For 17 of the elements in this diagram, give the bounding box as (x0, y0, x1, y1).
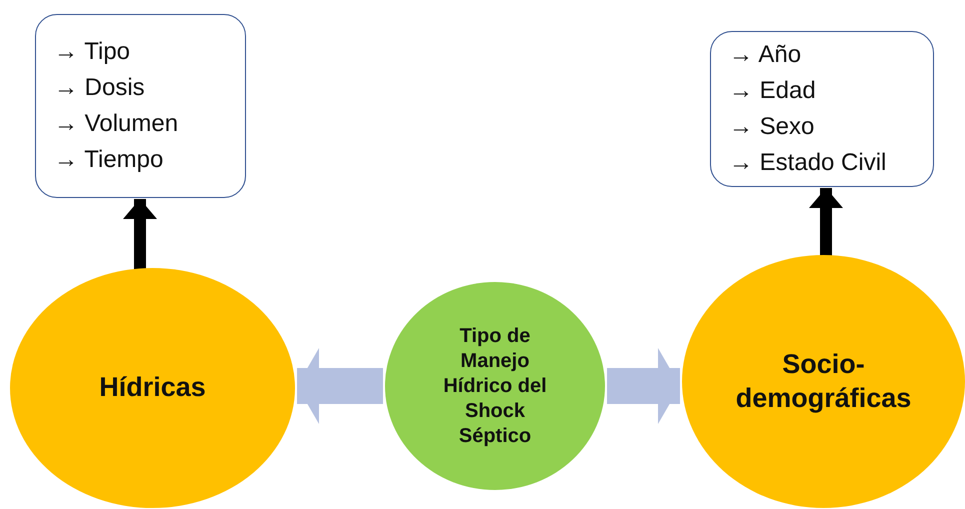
arrow (123, 199, 157, 270)
list-item: → Tiempo (54, 145, 164, 175)
node-label: Tipo de Manejo Hídrico del Shock Séptico (442, 324, 548, 448)
node-label: Hídricas (99, 371, 206, 404)
list-item: → Dosis (54, 73, 145, 103)
list-box (710, 31, 934, 187)
list-item: → Edad (729, 76, 816, 106)
block-arrow (297, 348, 383, 424)
list-item: → Estado Civil (729, 148, 886, 178)
list-item: → Tipo (54, 37, 130, 67)
list-item: → Sexo (729, 112, 814, 142)
list-item: → Volumen (54, 109, 178, 139)
arrow (809, 188, 843, 256)
list-box (35, 14, 246, 198)
node-label: Socio-demográficas (734, 348, 912, 415)
block-arrow (607, 348, 680, 424)
list-item: → Año (729, 40, 802, 70)
